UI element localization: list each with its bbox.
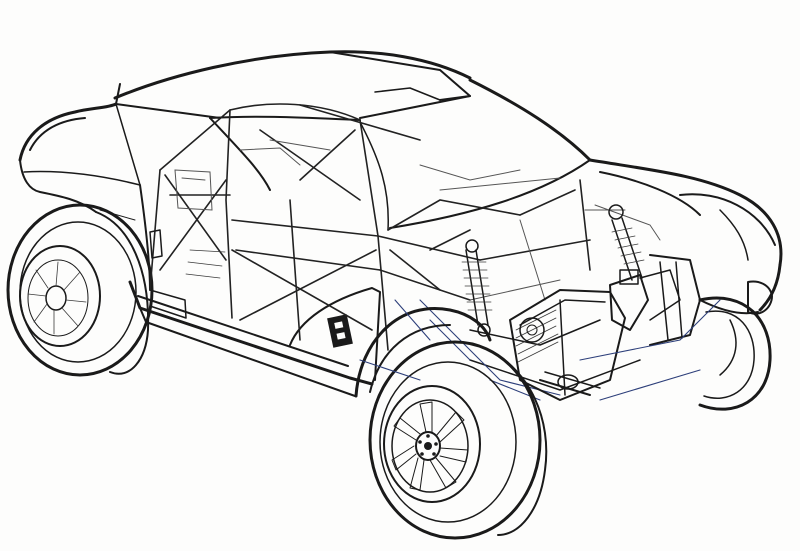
body-shell (18, 50, 783, 397)
rear-wheel (6, 203, 154, 377)
engine-gearbox (489, 254, 721, 401)
underbody-details (99, 209, 431, 381)
roll-cage (149, 103, 661, 351)
front-wheel-lug-nuts (418, 434, 438, 456)
brand-logo (327, 314, 353, 348)
front-wheel (354, 307, 548, 540)
front-wheel-spokes (391, 401, 469, 491)
rear-wheel-spokes (27, 261, 87, 335)
far-front-wheel (698, 296, 772, 411)
